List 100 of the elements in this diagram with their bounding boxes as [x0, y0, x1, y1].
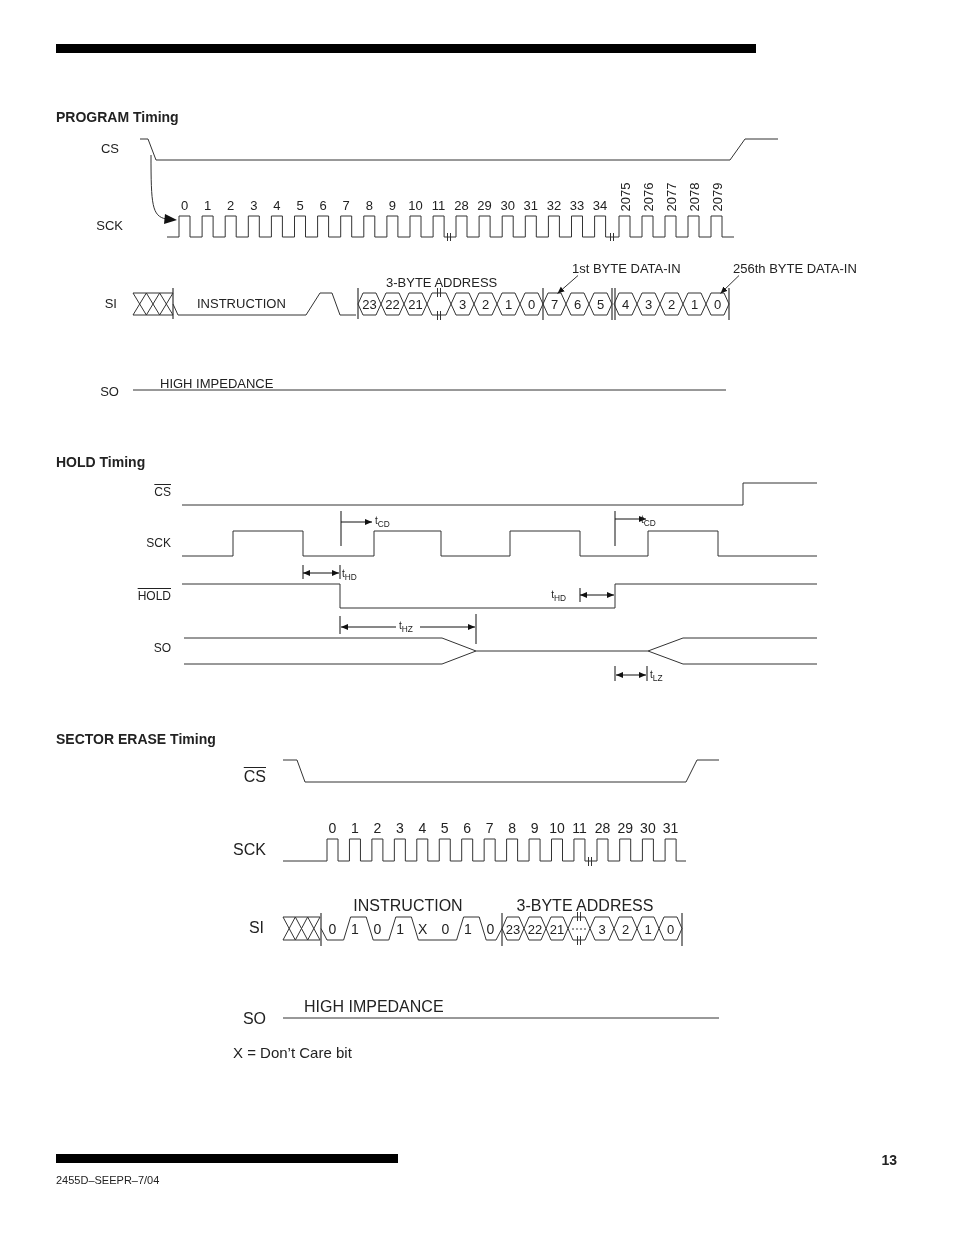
clock-cycle-number: 1: [204, 198, 212, 212]
clock-cycle-number: 5: [440, 821, 449, 835]
timing-parameter: t$_{HZ}$: [399, 621, 413, 634]
clock-cycle-number: 33: [569, 198, 585, 212]
clock-cycle-number: 7: [342, 198, 350, 212]
section-heading: SECTOR ERASE Timing: [56, 732, 216, 746]
document-number: 2455D–SEEPR–7/04: [56, 1174, 160, 1186]
clock-cycle-number: 29: [477, 198, 492, 212]
bit-value: 1: [351, 922, 359, 936]
bit-number: 2: [667, 297, 676, 311]
note-text: X = Don’t Care bit: [233, 1044, 352, 1060]
callout-label: 1st BYTE DATA-IN: [572, 261, 681, 275]
bit-number: 23: [362, 297, 377, 311]
bit-number: 1: [504, 297, 513, 311]
clock-cycle-number: 3: [250, 198, 258, 212]
bit-number: 1: [644, 922, 652, 936]
bit-number: 21: [549, 922, 565, 936]
bit-number: 0: [527, 297, 536, 311]
clock-cycle-number: 2076: [641, 182, 654, 212]
clock-cycle-number: 2078: [687, 182, 700, 212]
signal-label: CS: [243, 769, 266, 785]
signal-label: SCK: [96, 218, 123, 232]
signal-label: SI: [248, 920, 264, 936]
clock-cycle-number: 34: [592, 198, 608, 212]
bit-number: 3: [458, 297, 467, 311]
clock-cycle-number: 9: [530, 821, 539, 835]
clock-cycle-number: 7: [485, 821, 494, 835]
clock-cycle-number: 31: [523, 198, 539, 212]
clock-cycle-number: 5: [296, 198, 304, 212]
bit-value: 0: [373, 922, 382, 936]
clock-cycle-number: 11: [431, 198, 446, 212]
bit-number: 0: [713, 297, 722, 311]
clock-cycle-number: 2: [227, 198, 235, 212]
clock-cycle-number: 8: [508, 821, 516, 835]
bit-number: 2: [481, 297, 490, 311]
clock-cycle-number: 2079: [710, 182, 723, 212]
bit-number: 22: [385, 297, 400, 311]
bit-number: 3: [644, 297, 653, 311]
clock-cycle-number: 10: [408, 198, 423, 212]
section-heading: PROGRAM Timing: [56, 110, 179, 124]
timing-parameter: t$_{HD}$: [551, 590, 566, 603]
clock-cycle-number: 31: [662, 821, 679, 835]
timing-parameter: t$_{CD}$: [641, 515, 656, 528]
signal-label: SO: [100, 384, 119, 398]
clock-cycle-number: 4: [418, 821, 427, 835]
clock-cycle-number: 0: [180, 198, 189, 212]
clock-cycle-number: 9: [388, 198, 396, 212]
bit-number: 23: [505, 922, 521, 936]
field-label: 3-BYTE ADDRESS: [386, 275, 498, 289]
clock-cycle-number: 3: [395, 821, 404, 835]
bit-number: 22: [527, 922, 543, 936]
field-label: INSTRUCTION: [197, 296, 286, 310]
clock-cycle-number: 10: [549, 821, 565, 835]
page-number: 13: [881, 1153, 897, 1167]
bit-value: 0: [486, 922, 495, 936]
clock-cycle-number: 2077: [664, 182, 677, 212]
bit-number: 0: [666, 922, 675, 936]
leader-arrow: [557, 275, 579, 294]
bit-number: 6: [573, 297, 582, 311]
bit-value: 1: [396, 922, 404, 936]
bit-value: 0: [441, 922, 450, 936]
signal-label: SO: [153, 642, 171, 654]
bit-number: 4: [621, 297, 630, 311]
bit-value: 0: [328, 922, 337, 936]
bit-number: 7: [550, 297, 559, 311]
timing-parameter: t$_{CD}$: [375, 516, 390, 529]
clock-cycle-number: 4: [273, 198, 281, 212]
clock-cycle-number: 2075: [618, 182, 631, 212]
clock-cycle-number: 29: [617, 821, 633, 835]
bit-number: 3: [598, 922, 606, 936]
clock-cycle-number: 28: [594, 821, 611, 835]
signal-label: HOLD: [137, 590, 171, 602]
signal-label: CS: [154, 486, 171, 498]
clock-cycle-number: 2: [373, 821, 382, 835]
bit-value: 1: [464, 922, 472, 936]
clock-cycle-number: 6: [463, 821, 472, 835]
timing-parameter: t$_{LZ}$: [650, 670, 663, 683]
signal-label: SO: [242, 1011, 266, 1027]
signal-label: SCK: [146, 537, 171, 549]
clock-cycle-number: 8: [365, 198, 373, 212]
bit-value: X: [418, 922, 428, 936]
signal-label: SCK: [233, 842, 266, 858]
bit-number: 2: [621, 922, 630, 936]
section-heading: HOLD Timing: [56, 455, 146, 469]
clock-cycle-number: 6: [319, 198, 327, 212]
clock-cycle-number: 28: [454, 198, 469, 212]
bit-number: 1: [690, 297, 699, 311]
signal-label: HIGH IMPEDANCE: [160, 376, 274, 390]
signal-label: SI: [104, 296, 117, 310]
clock-cycle-number: 32: [546, 198, 562, 212]
clock-cycle-number: 30: [640, 821, 656, 835]
clock-cycle-number: 30: [500, 198, 515, 212]
timing-parameter: t$_{HD}$: [342, 569, 357, 582]
clock-cycle-number: 0: [328, 821, 337, 835]
field-label: 3-BYTE ADDRESS: [516, 898, 654, 914]
signal-label: HIGH IMPEDANCE: [304, 999, 444, 1015]
bit-number: 21: [408, 297, 423, 311]
field-label: INSTRUCTION: [353, 898, 463, 914]
bit-number: 5: [596, 297, 605, 311]
callout-label: 256th BYTE DATA-IN: [733, 261, 857, 275]
